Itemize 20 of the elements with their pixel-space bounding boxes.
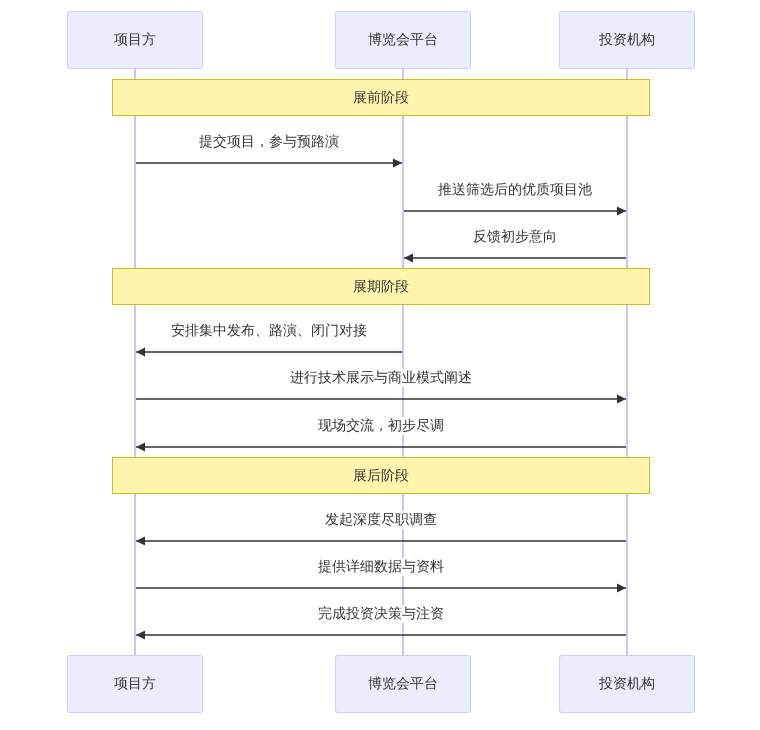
participant-box: 投资机构: [559, 11, 695, 69]
message-arrow: [136, 630, 626, 640]
participant-box: 项目方: [67, 655, 203, 713]
participant-box: 博览会平台: [335, 11, 471, 69]
message-arrow: [404, 206, 626, 216]
participant-box: 博览会平台: [335, 655, 471, 713]
phase-note: 展前阶段: [112, 79, 650, 116]
message-arrow: [136, 348, 402, 356]
message-arrow: [136, 536, 626, 546]
participant-box: 项目方: [67, 11, 203, 69]
message-arrow: [136, 442, 626, 452]
phase-note: 展后阶段: [112, 457, 650, 494]
phase-note: 展期阶段: [112, 268, 650, 305]
message-arrow: [136, 394, 626, 404]
edge-label: 推送筛选后的优质项目池: [435, 181, 595, 199]
participant-box: 投资机构: [559, 655, 695, 713]
edge-label: 提供详细数据与资料: [315, 558, 447, 576]
message-arrow: [136, 158, 402, 168]
message-arrow: [404, 254, 626, 262]
message-arrow: [136, 584, 626, 592]
